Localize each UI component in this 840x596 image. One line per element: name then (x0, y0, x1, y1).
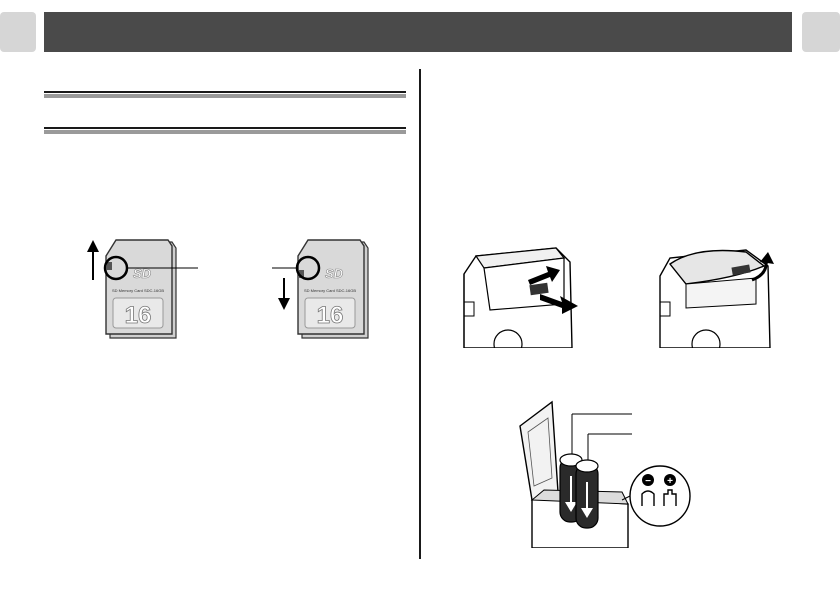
battery-insertion-illustration: − + (519, 400, 691, 548)
sd-logo: SD (133, 266, 152, 281)
open-battery-cover (519, 400, 559, 501)
camera-lift-cover-illustration (659, 249, 774, 348)
write-protect-arrow-down-icon (278, 278, 290, 310)
left-page-tab (0, 12, 36, 52)
section-rule-bottom-shade (44, 130, 406, 134)
sd-card-icon: 16 SD SD Memory Card SDC-16GB (297, 239, 369, 339)
sd-logo: SD (325, 266, 344, 281)
battery-cover-lifted (668, 249, 766, 285)
sd-card-label-text: SD Memory Card SDC-16GB (304, 288, 356, 293)
plus-polarity-icon (664, 474, 676, 486)
camera-open-cover-illustration (463, 247, 578, 348)
slide-arrow-down-right-icon (540, 294, 578, 314)
minus-terminal-icon (641, 490, 655, 506)
sd-card-icon: 16 SD SD Memory Card SDC-16GB (105, 239, 177, 339)
sd-card-capacity: 16 (317, 302, 344, 329)
sd-card-unlocked-illustration: 16 SD SD Memory Card SDC-16GB (87, 239, 198, 339)
write-protect-arrow-up-icon (87, 240, 99, 280)
minus-polarity-label: − (645, 476, 651, 487)
plus-terminal-icon (663, 489, 677, 506)
minus-polarity-icon (642, 474, 654, 486)
header-bar (44, 12, 792, 52)
cover-latch (731, 264, 751, 276)
section-rule-top (44, 91, 406, 93)
section-rule-bottom (44, 127, 406, 129)
write-protect-switch (107, 262, 112, 270)
polarity-inset: − + (621, 465, 691, 527)
cover-latch (529, 282, 549, 296)
write-protect-switch (299, 270, 304, 278)
slide-arrow-right-icon (528, 266, 560, 285)
right-page-tab (802, 12, 840, 52)
column-divider (419, 69, 421, 559)
plus-polarity-label: + (667, 476, 673, 487)
switch-highlight-circle (295, 255, 321, 281)
sd-card-capacity: 16 (125, 302, 152, 329)
sd-card-locked-illustration: 16 SD SD Memory Card SDC-16GB (272, 239, 369, 339)
section-rule-top-shade (44, 94, 406, 98)
sd-card-label-text: SD Memory Card SDC-16GB (112, 288, 164, 293)
battery-2-icon (575, 459, 599, 529)
